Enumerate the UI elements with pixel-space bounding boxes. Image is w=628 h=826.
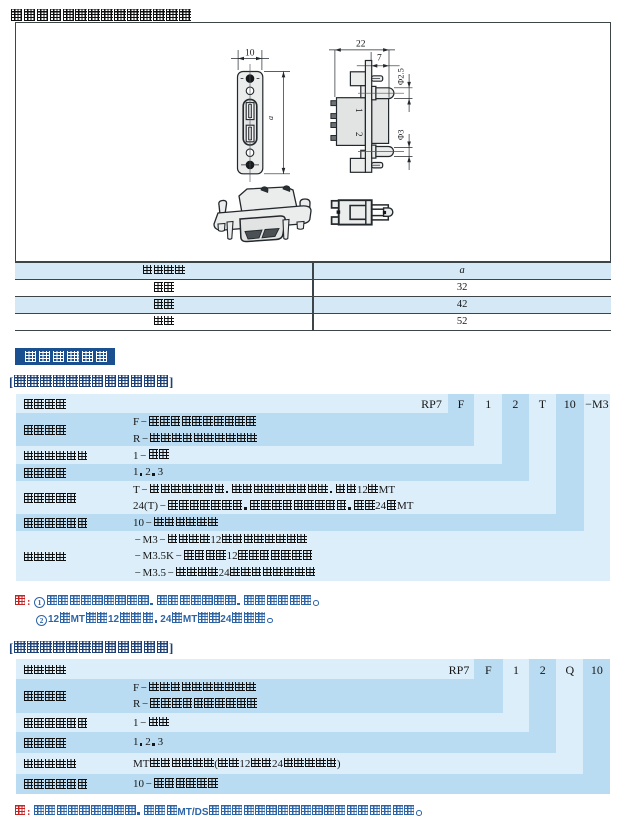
svg-text:22: 22 <box>356 40 366 50</box>
svg-text:10: 10 <box>245 49 255 59</box>
svg-text:1: 1 <box>354 108 364 113</box>
svg-text:7: 7 <box>377 54 382 64</box>
svg-text:Φ2.5: Φ2.5 <box>396 68 406 85</box>
svg-text:2: 2 <box>354 132 364 137</box>
svg-text:Φ3: Φ3 <box>396 130 406 140</box>
svg-text:a: a <box>266 116 275 120</box>
